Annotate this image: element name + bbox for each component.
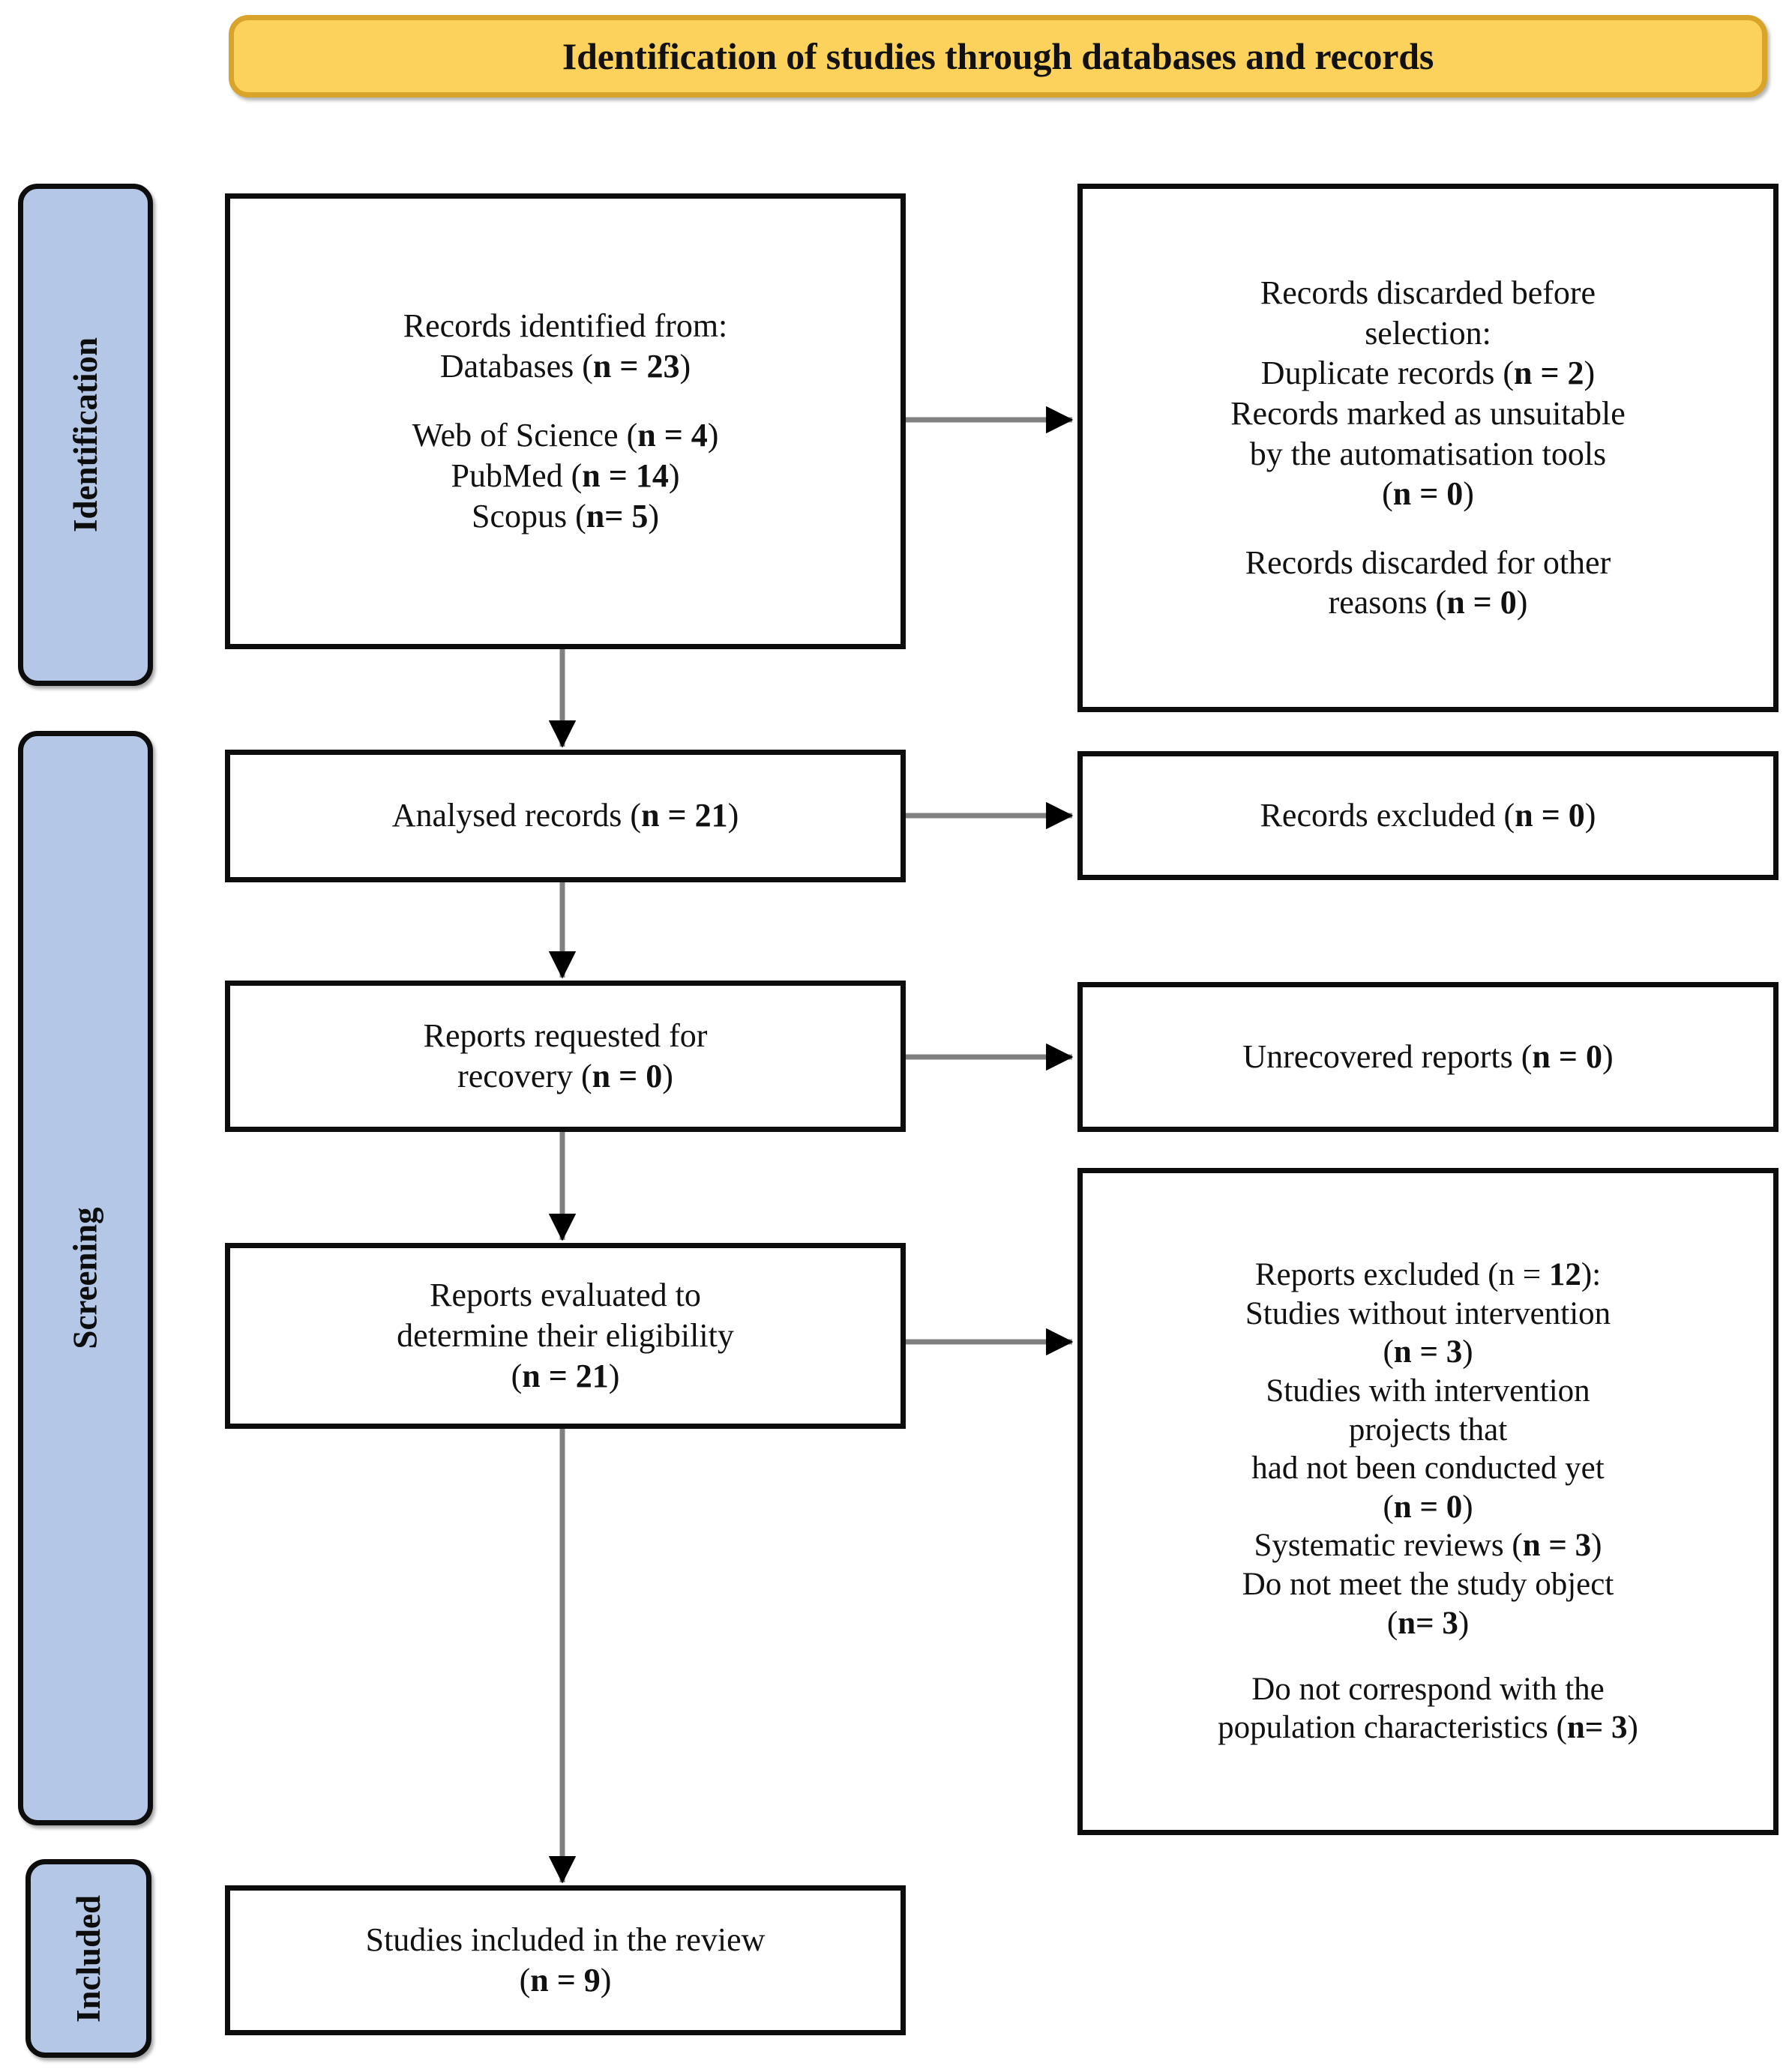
box-analysed-records: Analysed records (n = 21) [225,750,906,882]
box-unrecovered-reports-text: Unrecovered reports (n = 0) [1242,1037,1614,1075]
box-reports-excluded-text: Reports excluded (n = 12):Studies withou… [1218,1257,1638,1746]
stage-label-identification-text: Identification [67,337,105,533]
stage-label-identification: Identification [18,184,153,686]
box-reports-excluded-with-reasons: Reports excluded (n = 12):Studies withou… [1077,1168,1779,1835]
box-records-identified-text: Records identified from:Databases (n = 2… [403,307,728,534]
box-analysed-records-text: Analysed records (n = 21) [391,797,739,834]
stage-label-included: Included [25,1859,151,2058]
page-title: Identification of studies through databa… [562,35,1434,77]
box-studies-included-text: Studies included in the review(n = 9) [365,1921,766,1999]
stage-label-included-text: Included [70,1894,108,2023]
box-unrecovered-reports: Unrecovered reports (n = 0) [1077,982,1779,1132]
box-records-excluded-text: Records excluded (n = 0) [1260,796,1596,834]
box-records-identified: Records identified from:Databases (n = 2… [225,193,906,649]
diagram-header-banner: Identification of studies through databa… [229,15,1767,97]
box-studies-included-in-review: Studies included in the review(n = 9) [225,1885,906,2035]
box-records-excluded: Records excluded (n = 0) [1077,751,1779,880]
stage-label-screening: Screening [18,731,153,1825]
stage-label-screening-text: Screening [67,1207,105,1349]
